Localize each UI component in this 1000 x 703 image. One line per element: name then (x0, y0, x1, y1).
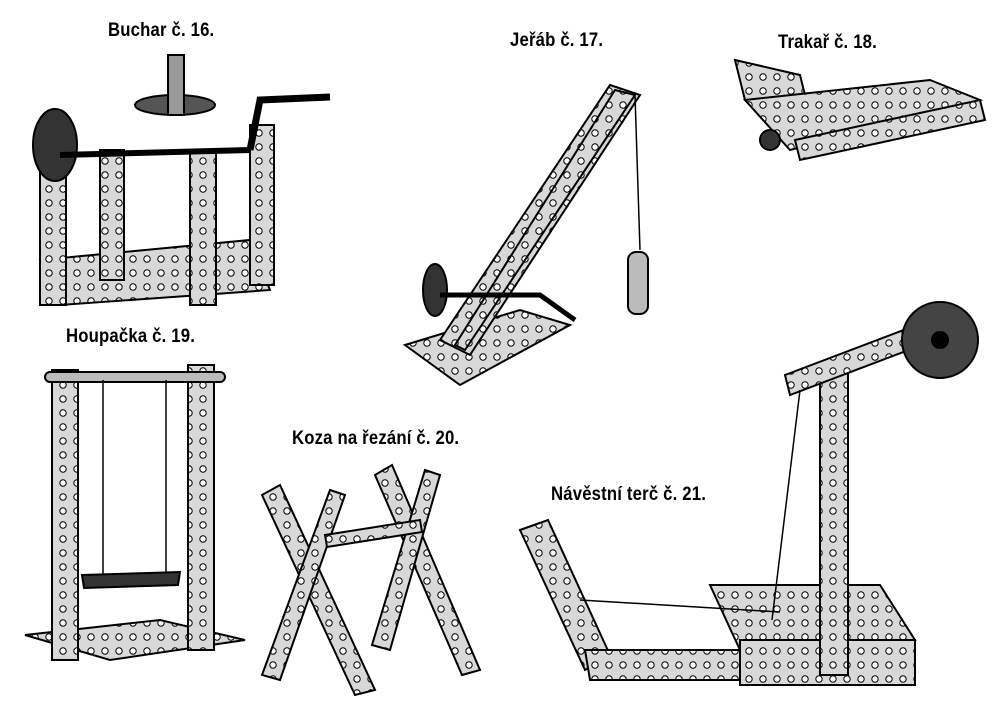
illustration-navestni-terc (518, 301, 979, 686)
caption-trakar: Trakař č. 18. (778, 32, 877, 53)
caption-koza: Koza na řezání č. 20. (292, 428, 460, 449)
caption-jerab: Jeřáb č. 17. (510, 30, 604, 51)
caption-navestni-terc: Návěstní terč č. 21. (551, 484, 707, 505)
illustration-koza (260, 463, 482, 697)
caption-buchar: Buchar č. 16. (108, 20, 215, 41)
illustration-trakar (733, 58, 987, 162)
illustration-houpacka (24, 364, 246, 662)
illustration-jerab (402, 83, 649, 387)
caption-houpacka: Houpačka č. 19. (66, 326, 196, 347)
illustration-buchar (32, 54, 331, 307)
